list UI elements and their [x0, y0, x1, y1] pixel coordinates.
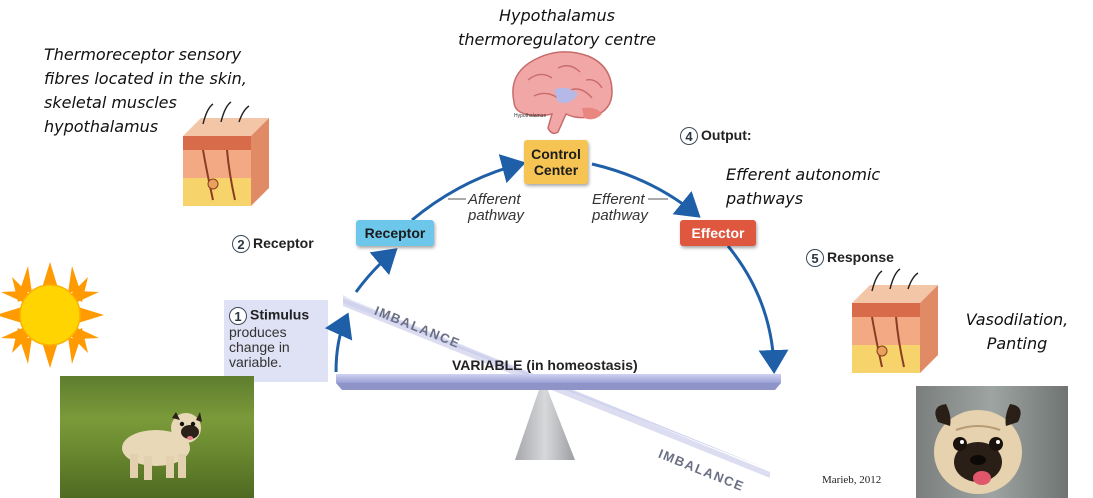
arrow-efferent [591, 162, 701, 218]
receptor-box: Receptor [356, 220, 434, 246]
afferent-pathway-label: Afferent pathway [468, 191, 524, 224]
arrow-effector-to-response [726, 245, 789, 374]
response-annotation: Vasodilation, Panting [965, 310, 1069, 353]
control-center-box: Control Center [524, 140, 588, 184]
pug-standing-icon [122, 412, 202, 480]
pug-face-icon [934, 404, 1022, 494]
step-number-4: 4 [680, 127, 698, 146]
citation: Marieb, 2012 [822, 474, 882, 486]
arrow-stimulus-to-receptor [324, 312, 353, 373]
thermoreceptor-annotation: Thermoreceptor sensory fibres located in… [44, 45, 247, 136]
pug-photo-grass [60, 376, 254, 498]
variable-homeostasis-label: VARIABLE (in homeostasis) [452, 357, 638, 373]
step-number-2: 2 [232, 235, 250, 254]
seesaw-fulcrum [515, 378, 575, 460]
step-number-1: 1 [229, 307, 247, 325]
efferent-pathway-label: Efferent pathway [592, 191, 648, 224]
efferent-autonomic-annotation: Efferent autonomic pathways [726, 165, 881, 208]
hypothalamus-annotation: Hypothalamus thermoregulatory centre [458, 6, 656, 49]
skin-block-response-icon [852, 268, 938, 373]
effector-box: Effector [680, 220, 756, 246]
arrow-afferent [354, 248, 398, 293]
brain-label: Hypothalamus [514, 113, 546, 119]
seesaw-level-beam [336, 374, 781, 383]
brain-icon [512, 51, 613, 135]
skin-block-icon [183, 101, 269, 206]
sun-icon [0, 262, 104, 368]
step-number-5: 5 [806, 249, 824, 268]
pug-photo-panting [916, 386, 1068, 498]
